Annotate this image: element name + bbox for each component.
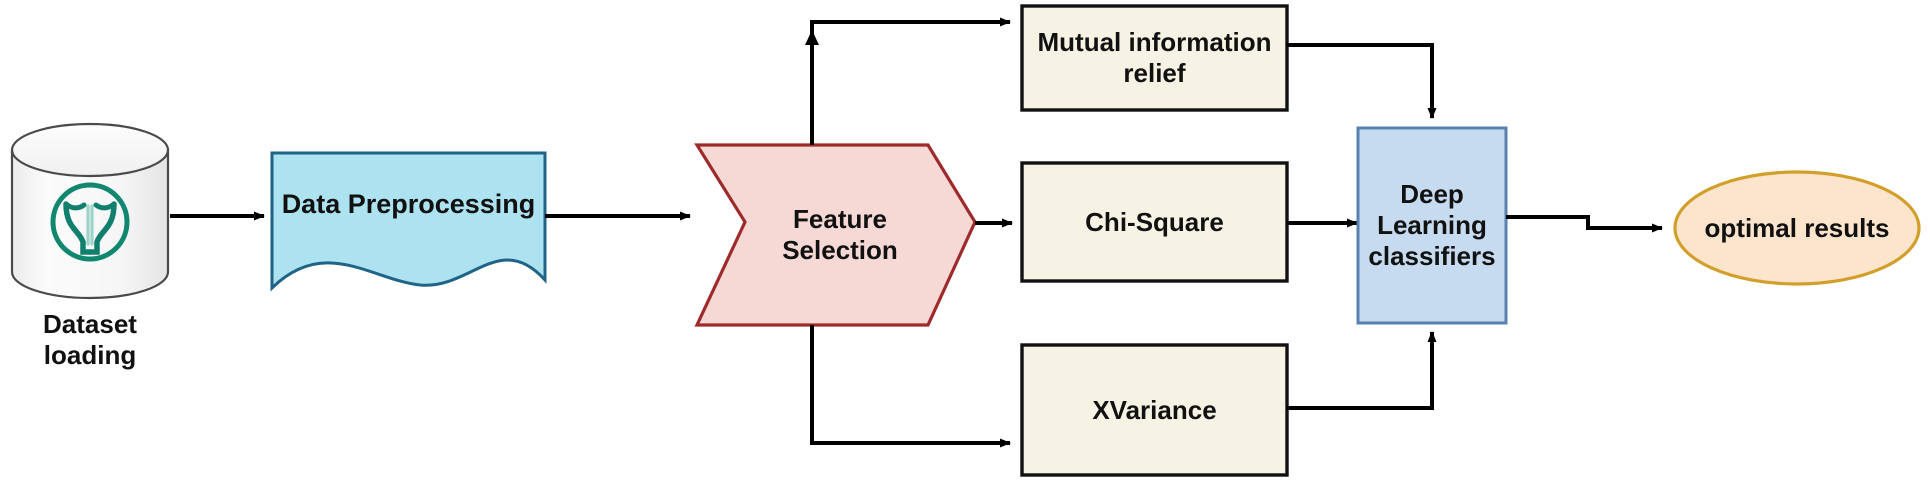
edge-mutual-information-to-deep-learning xyxy=(1287,43,1437,119)
edge-feature-selection-to-mutual-information xyxy=(805,17,1011,145)
mutual-information-box-shape xyxy=(1020,4,1289,112)
optimal-results-shape xyxy=(1673,170,1921,286)
chi-square-box-shape xyxy=(1020,161,1289,283)
data-preprocessing-shape xyxy=(270,151,547,292)
edge-feature-selection-to-xvariance xyxy=(810,325,1011,448)
edge-xvariance-to-deep-learning xyxy=(1287,331,1437,410)
edge-deep-learning-to-optimal-results xyxy=(1506,215,1663,233)
uterus-medical-icon xyxy=(50,182,130,262)
xvariance-box-shape xyxy=(1020,343,1289,477)
deep-learning-box-shape xyxy=(1356,126,1508,325)
dataset-cylinder-shape xyxy=(10,122,170,300)
feature-selection-shape xyxy=(694,143,977,327)
